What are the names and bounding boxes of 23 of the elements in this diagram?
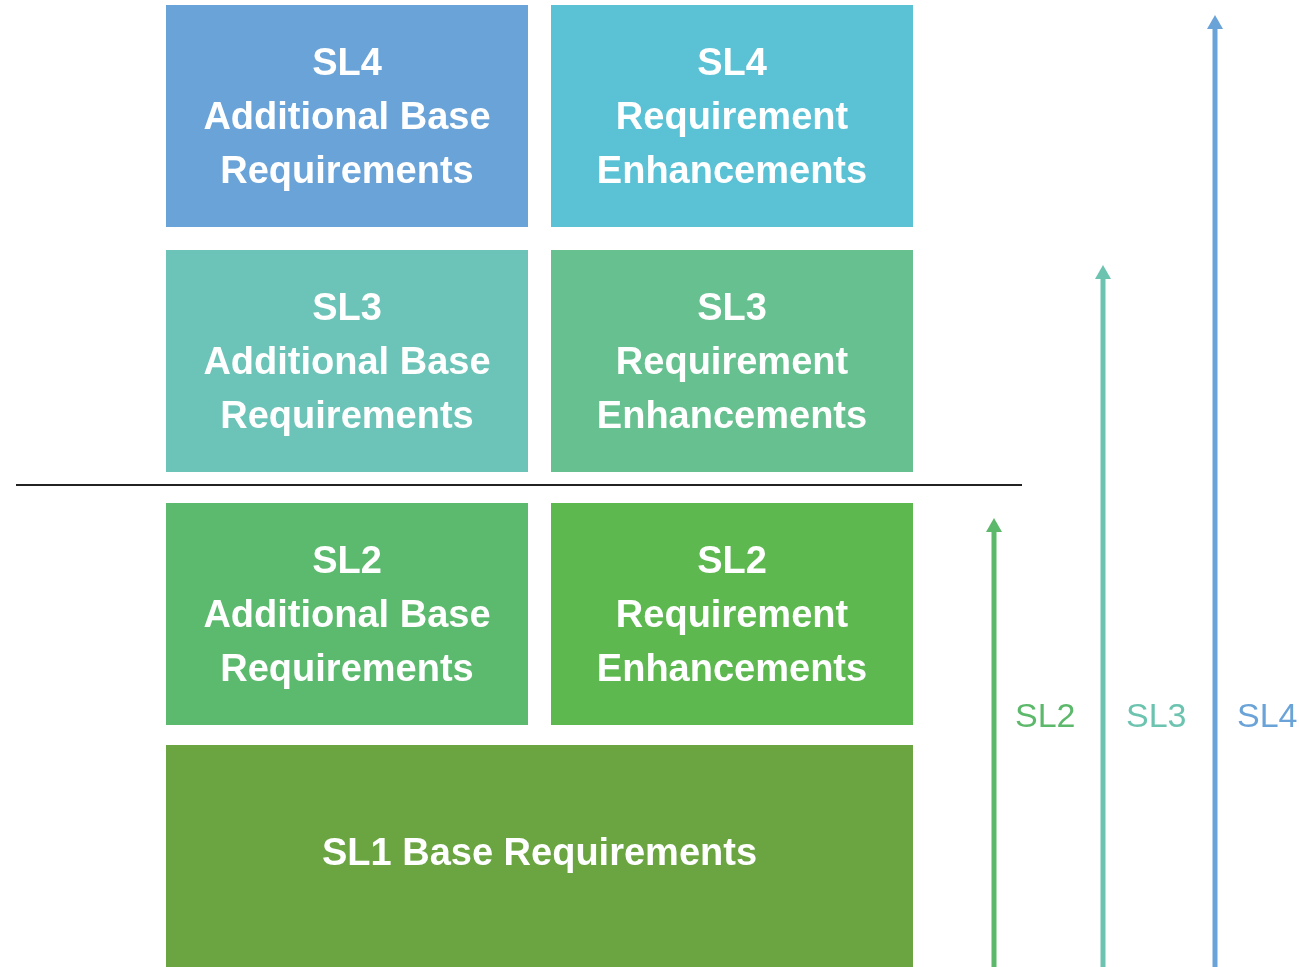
level-label: SL4 bbox=[1237, 695, 1298, 735]
requirement-block bbox=[551, 250, 913, 472]
requirement-block bbox=[166, 503, 528, 725]
level-heading: SL3 bbox=[697, 285, 767, 330]
level-heading: SL3 bbox=[312, 285, 382, 330]
level-heading: SL4 bbox=[312, 40, 382, 85]
block-text: Requirement Enhancements bbox=[595, 339, 869, 438]
level-heading: SL4 bbox=[697, 40, 767, 85]
block-text: Additional Base Requirements bbox=[202, 94, 492, 193]
block-text: Requirement Enhancements bbox=[595, 94, 869, 193]
block-text: Requirement Enhancements bbox=[595, 592, 869, 691]
level-heading: SL2 bbox=[697, 538, 767, 583]
level-label: SL2 bbox=[1015, 695, 1076, 735]
level-heading: SL2 bbox=[312, 538, 382, 583]
requirement-block bbox=[166, 5, 528, 227]
block-text: Additional Base Requirements bbox=[202, 592, 492, 691]
requirement-block bbox=[551, 503, 913, 725]
block-text: SL1 Base Requirements bbox=[321, 830, 758, 875]
requirement-block bbox=[166, 250, 528, 472]
level-label: SL3 bbox=[1126, 695, 1187, 735]
block-text: Additional Base Requirements bbox=[202, 339, 492, 438]
requirement-block bbox=[166, 745, 913, 967]
requirement-block bbox=[551, 5, 913, 227]
